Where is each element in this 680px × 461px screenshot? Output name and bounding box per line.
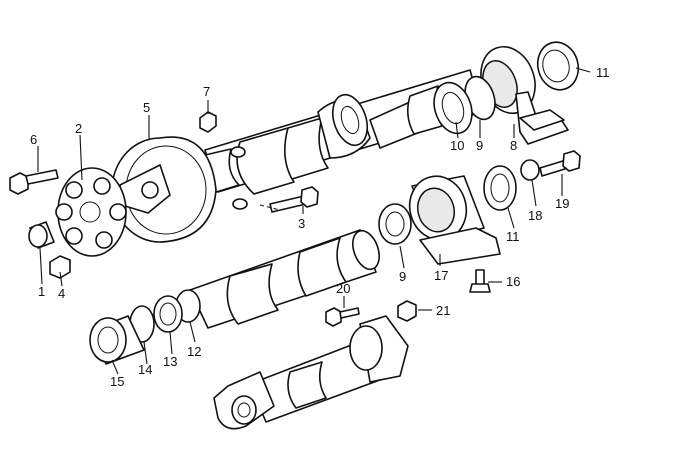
callout-17: 17 xyxy=(434,268,448,283)
dust-ring-upper xyxy=(536,41,580,91)
callout-4: 4 xyxy=(58,286,65,301)
sleeve-15 xyxy=(89,315,145,365)
callout-11-upper: 11 xyxy=(596,65,610,80)
front-drive-shaft xyxy=(201,69,483,210)
cardan-shaft-lower xyxy=(213,315,409,430)
sleeve-13 xyxy=(153,295,183,333)
callout-18: 18 xyxy=(528,208,542,223)
callout-6: 6 xyxy=(30,132,37,147)
vibration-damper xyxy=(111,136,217,243)
callout-11-lower: 11 xyxy=(506,229,520,244)
hex-bolt-6 xyxy=(9,169,59,195)
hex-nut-21 xyxy=(397,300,417,322)
callout-14: 14 xyxy=(138,362,152,377)
bearing-upper xyxy=(433,75,496,135)
callout-8: 8 xyxy=(510,138,517,153)
hex-bolt-19 xyxy=(539,150,581,177)
callout-7: 7 xyxy=(203,84,210,99)
rear-drive-shaft xyxy=(189,229,380,329)
hex-bolt-16 xyxy=(469,269,491,293)
callout-16: 16 xyxy=(506,274,520,289)
callout-1: 1 xyxy=(38,284,45,299)
callout-labels: 1 2 3 4 5 6 7 8 9 9 10 11 11 12 13 14 15… xyxy=(30,65,610,389)
callout-13: 13 xyxy=(163,354,177,369)
callout-3: 3 xyxy=(298,216,305,231)
centering-sleeve xyxy=(28,221,55,249)
callout-15: 15 xyxy=(110,374,124,389)
flex-disc xyxy=(55,167,127,257)
callout-12: 12 xyxy=(187,344,201,359)
callout-9-upper: 9 xyxy=(476,138,483,153)
callout-19: 19 xyxy=(555,196,569,211)
hex-bolt-3 xyxy=(269,186,319,213)
bearing-lower xyxy=(378,203,412,245)
callout-20: 20 xyxy=(336,281,350,296)
callout-10: 10 xyxy=(450,138,464,153)
hex-nut-4 xyxy=(49,255,71,279)
dust-ring-lower xyxy=(483,165,517,211)
callout-9-lower: 9 xyxy=(399,269,406,284)
hex-nut-7 xyxy=(199,111,217,133)
leader-lines xyxy=(37,67,591,375)
center-bearing-lower xyxy=(408,175,501,265)
washer-18 xyxy=(520,159,540,181)
hex-bolt-20 xyxy=(325,307,360,327)
callout-2: 2 xyxy=(75,121,82,136)
callout-21: 21 xyxy=(436,303,450,318)
callout-5: 5 xyxy=(143,100,150,115)
